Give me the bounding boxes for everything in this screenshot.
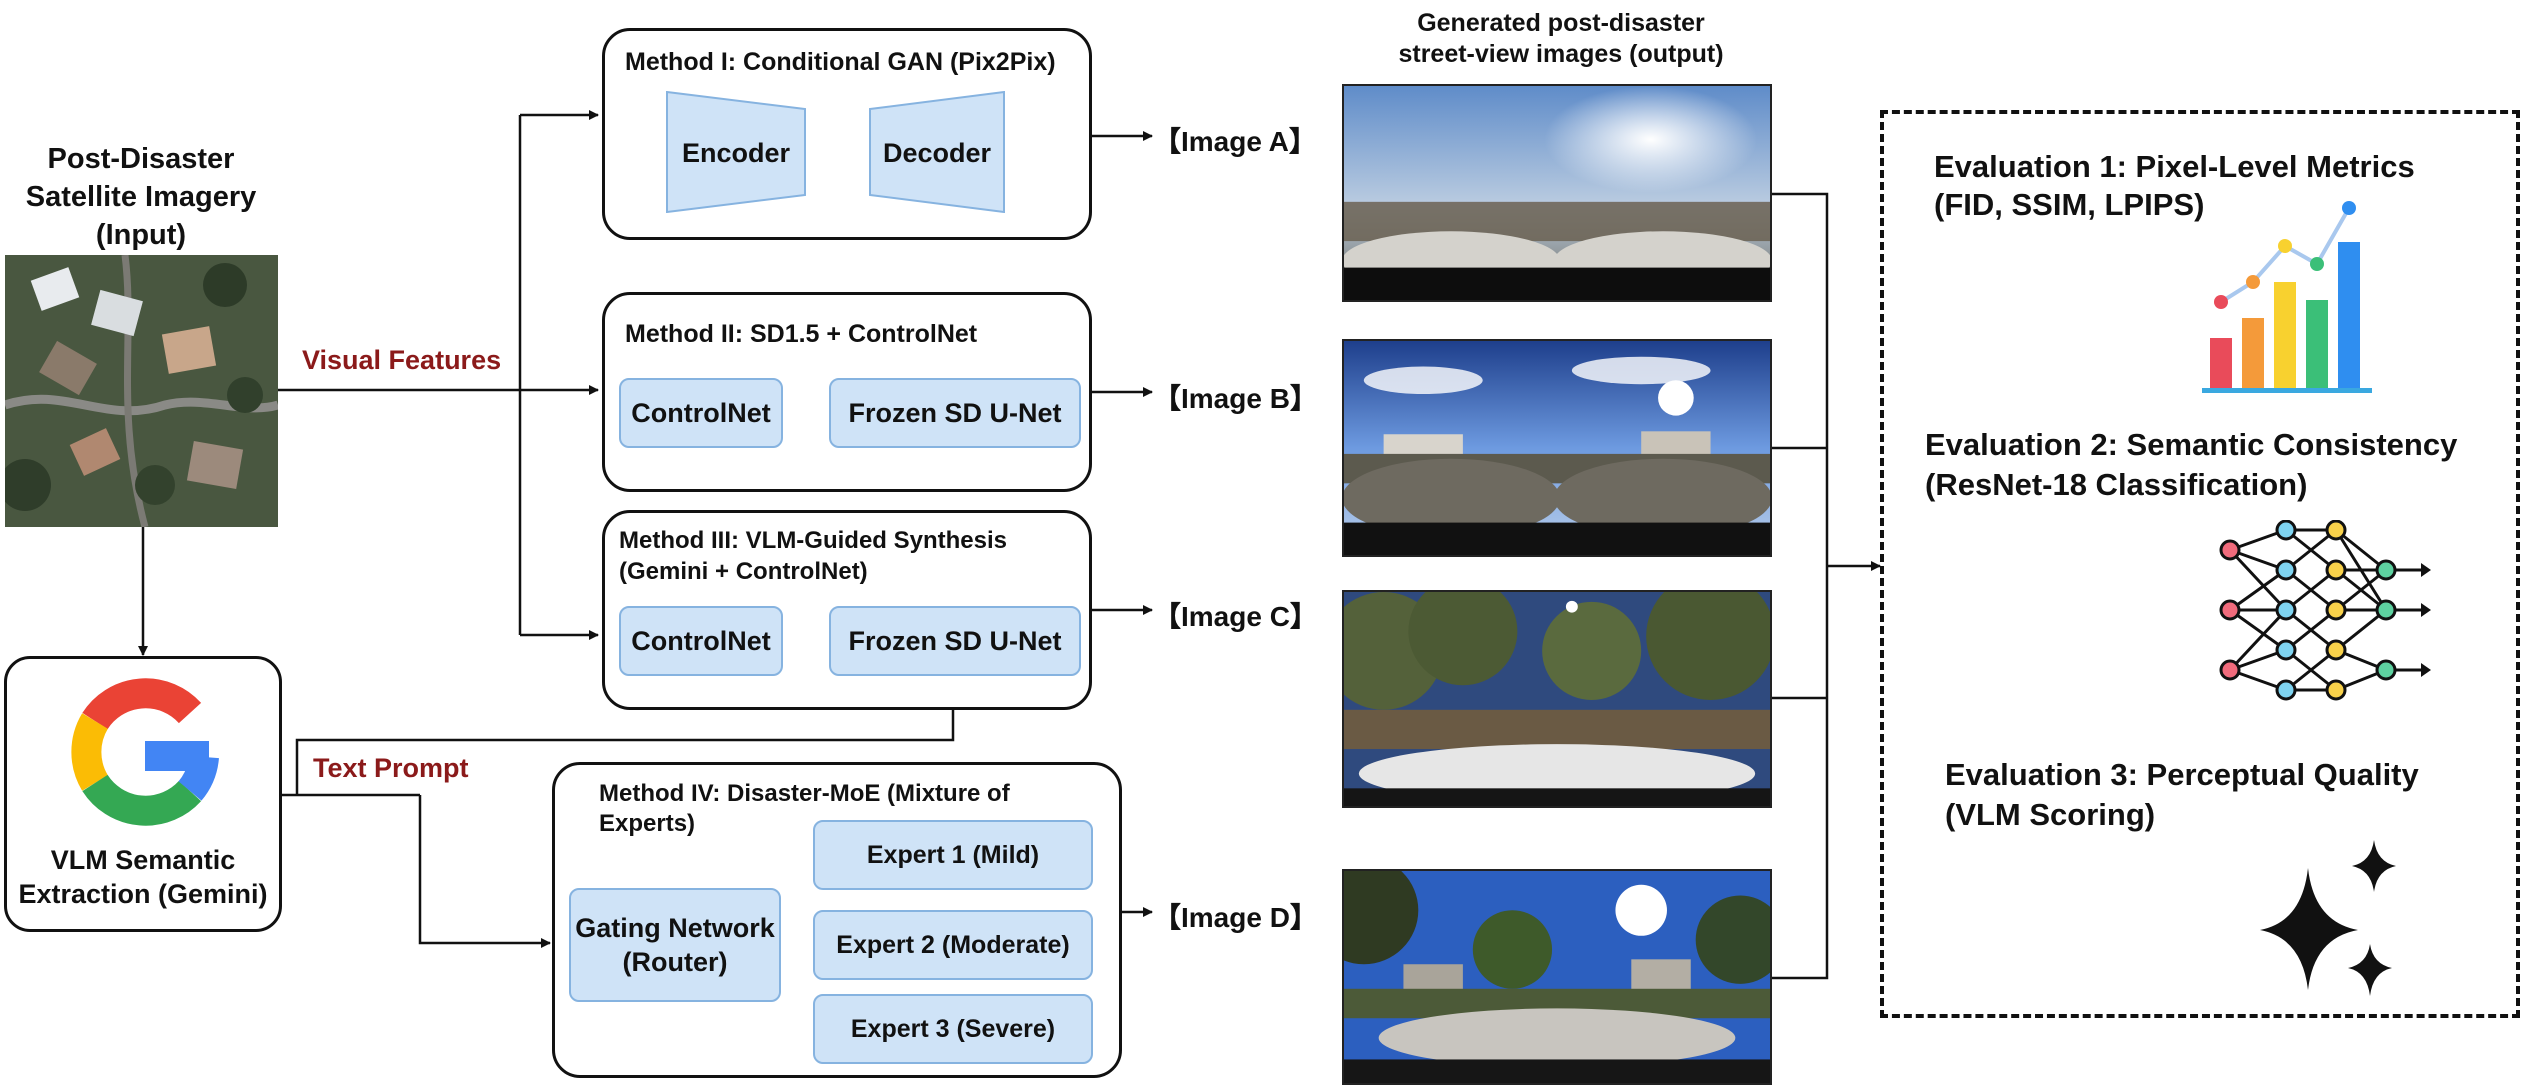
input-title-line: Satellite Imagery — [25, 181, 257, 213]
encoder-shape — [666, 91, 806, 213]
bar-chart-icon — [2202, 201, 2372, 393]
expert-1-block: Expert 1 (Mild) — [813, 820, 1093, 890]
image-c-panel — [1342, 590, 1772, 808]
m2-unet-block: Frozen SD U-Net — [829, 378, 1081, 448]
input-title: Post-Disaster Satellite Imagery (Input) — [0, 140, 282, 254]
method-4-title-line: Method IV: Disaster-MoE (Mixture of — [599, 780, 1010, 807]
m2-controlnet-block: ControlNet — [619, 378, 783, 448]
image-b-label: 【Image B】 — [1153, 383, 1318, 414]
image-d-panel — [1342, 869, 1772, 1085]
image-c-label: 【Image C】 — [1153, 601, 1318, 632]
evaluation-3-line: Evaluation 3: Perceptual Quality — [1945, 757, 2419, 792]
image-a-label: 【Image A】 — [1153, 126, 1317, 157]
input-title-line: (Input) — [95, 219, 187, 251]
output-header-line: street-view images (output) — [1398, 40, 1724, 68]
input-title-line: Post-Disaster — [47, 143, 235, 175]
output-header-line: Generated post-disaster — [1417, 9, 1705, 37]
visual-features-label: Visual Features — [302, 345, 502, 375]
decoder-label: Decoder — [882, 138, 992, 168]
vlm-extraction-box: VLM Semantic Extraction (Gemini) — [4, 656, 282, 932]
output-header: Generated post-disaster street-view imag… — [1336, 8, 1786, 70]
method-2-box: Method II: SD1.5 + ControlNet ControlNet… — [602, 292, 1092, 492]
encoder-label: Encoder — [681, 138, 791, 168]
neural-network-icon — [2219, 520, 2431, 701]
method-3-title-line: Method III: VLM-Guided Synthesis — [619, 527, 1008, 554]
method-2-title: Method II: SD1.5 + ControlNet — [625, 320, 978, 348]
evaluation-3-line: (VLM Scoring) — [1945, 797, 2156, 832]
gating-label-line: Gating Network — [575, 913, 775, 943]
method-1-box: Method I: Conditional GAN (Pix2Pix) Enco… — [602, 28, 1092, 240]
google-logo-icon — [71, 678, 219, 826]
evaluation-1-line: Evaluation 1: Pixel-Level Metrics — [1934, 149, 2415, 184]
satellite-image — [5, 255, 278, 527]
method-3-box: Method III: VLM-Guided Synthesis (Gemini… — [602, 510, 1092, 710]
method-3-title: Method III: VLM-Guided Synthesis (Gemini… — [619, 525, 1007, 587]
method-4-title-line: Experts) — [599, 810, 696, 837]
method-1-title: Method I: Conditional GAN (Pix2Pix) — [625, 48, 1056, 76]
evaluation-1-line: (FID, SSIM, LPIPS) — [1934, 187, 2205, 222]
image-b-panel — [1342, 339, 1772, 557]
image-a-panel — [1342, 84, 1772, 302]
expert-2-block: Expert 2 (Moderate) — [813, 910, 1093, 980]
evaluation-2-line: (ResNet-18 Classification) — [1925, 467, 2308, 502]
image-d-label: 【Image D】 — [1153, 902, 1318, 933]
m3-unet-block: Frozen SD U-Net — [829, 606, 1081, 676]
m3-controlnet-block: ControlNet — [619, 606, 783, 676]
method-3-title-line: (Gemini + ControlNet) — [619, 558, 868, 585]
evaluation-3-title: Evaluation 3: Perceptual Quality (VLM Sc… — [1945, 755, 2419, 835]
evaluation-box — [1880, 110, 2520, 1018]
text-prompt-label: Text Prompt — [313, 753, 469, 783]
sparkles-icon — [2260, 840, 2396, 996]
evaluation-2-line: Evaluation 2: Semantic Consistency — [1925, 427, 2458, 462]
decoder-shape — [869, 91, 1005, 213]
gating-label-line: (Router) — [622, 947, 728, 977]
method-4-box: Method IV: Disaster-MoE (Mixture of Expe… — [552, 762, 1122, 1078]
expert-3-block: Expert 3 (Severe) — [813, 994, 1093, 1064]
vlm-label-line: Extraction (Gemini) — [18, 879, 268, 909]
vlm-label-line: VLM Semantic — [50, 845, 236, 875]
method-4-title: Method IV: Disaster-MoE (Mixture of Expe… — [599, 779, 1010, 839]
evaluation-1-title: Evaluation 1: Pixel-Level Metrics (FID, … — [1934, 148, 2415, 224]
vlm-label: VLM Semantic Extraction (Gemini) — [7, 843, 279, 911]
gating-network-block: Gating Network (Router) — [569, 888, 781, 1002]
evaluation-2-title: Evaluation 2: Semantic Consistency (ResN… — [1925, 425, 2457, 505]
